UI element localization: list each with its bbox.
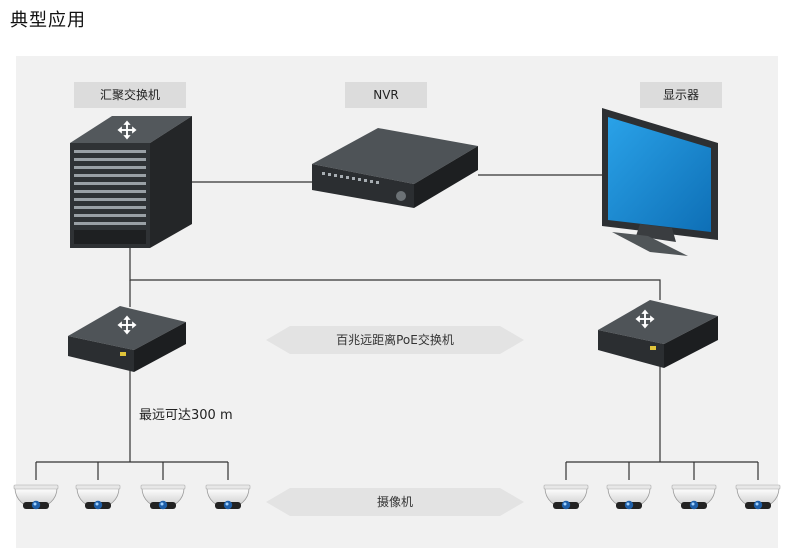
poe-switch-arrow: [266, 326, 524, 354]
connection-lines: [35, 174, 759, 480]
dome-camera-icon: [735, 484, 781, 510]
poe-switch-arrow-label: 百兆远距离PoE交换机: [336, 333, 454, 347]
display-label: 显示器: [640, 82, 722, 108]
display-monitor-icon: [602, 108, 718, 256]
camera-arrow-label: 摄像机: [376, 495, 413, 509]
dome-camera-icon: [606, 484, 652, 510]
distance-note: 最远可达300 m: [139, 408, 233, 423]
dome-camera-icon: [671, 484, 717, 510]
left-poe-switch-icon: [68, 306, 186, 372]
camera-arrow: [266, 488, 524, 516]
right-poe-switch-icon: [598, 300, 718, 368]
aggregation-switch-label: 汇聚交换机: [74, 82, 186, 108]
dome-camera-icon: [13, 484, 59, 510]
dome-camera-icon: [140, 484, 186, 510]
dome-camera-icon: [75, 484, 121, 510]
nvr-recorder-icon: [312, 128, 478, 208]
dome-camera-icon: [205, 484, 251, 510]
page-title: 典型应用: [10, 10, 86, 31]
dome-camera-icon: [543, 484, 589, 510]
nvr-label: NVR: [345, 82, 427, 108]
aggregation-switch-icon: [70, 116, 192, 248]
